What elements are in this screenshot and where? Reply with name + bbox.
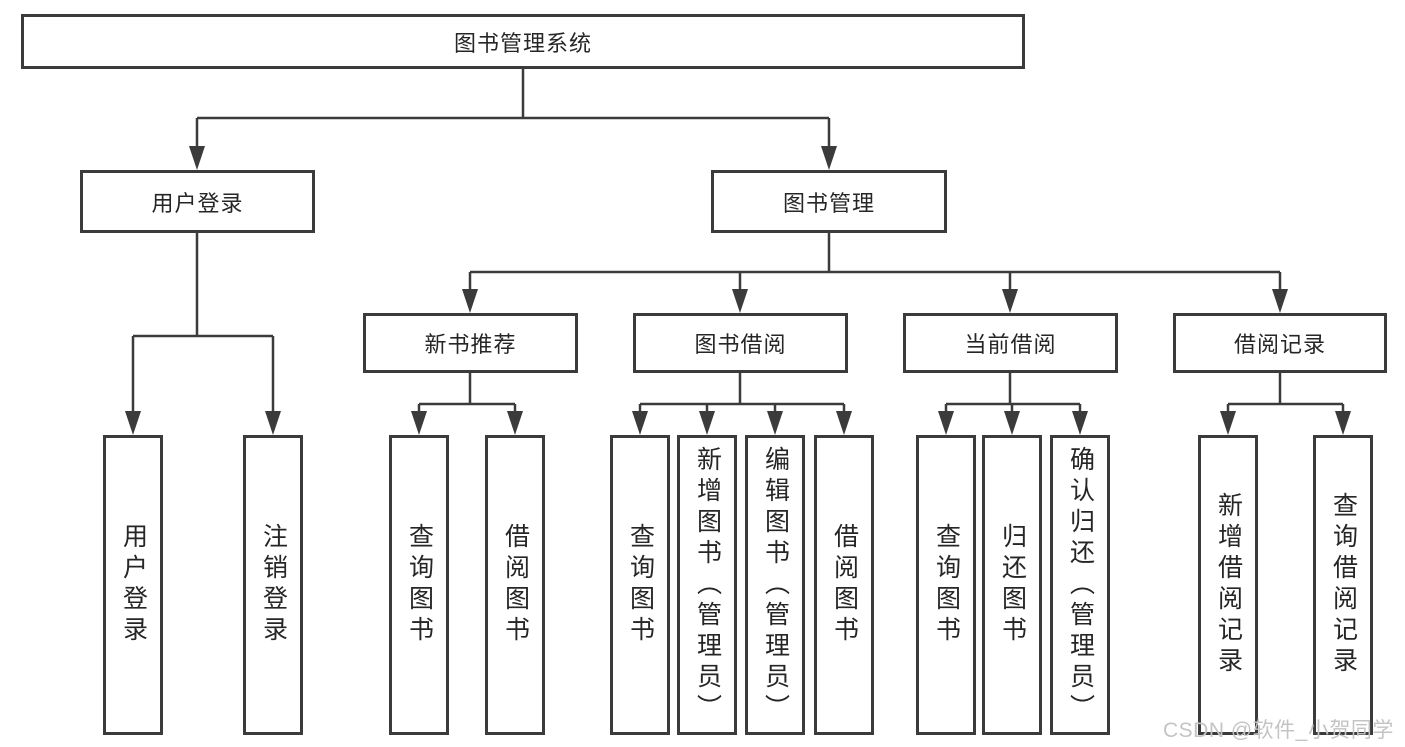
leaf-query-books-borrow: 查询图书 xyxy=(610,435,670,735)
leaf-label: 新增图书（管理员） xyxy=(693,445,722,725)
leaf-query-books-recommend: 查询图书 xyxy=(389,435,449,735)
leaf-query-books-current: 查询图书 xyxy=(916,435,976,735)
node-label: 图书管理系统 xyxy=(453,30,592,56)
leaf-label: 查询图书 xyxy=(932,523,961,647)
leaf-label: 用户登录 xyxy=(119,523,148,647)
leaf-label: 注销登录 xyxy=(259,523,288,647)
leaf-edit-books-admin: 编辑图书（管理员） xyxy=(745,435,805,735)
leaf-label: 确认归还（管理员） xyxy=(1066,445,1095,725)
node-book-management: 图书管理 xyxy=(711,170,947,233)
watermark: CSDN @软件_小贺同学 xyxy=(1163,719,1394,742)
leaf-borrow-books-recommend: 借阅图书 xyxy=(485,435,545,735)
leaf-add-books-admin: 新增图书（管理员） xyxy=(677,435,737,735)
leaf-label: 借阅图书 xyxy=(830,523,859,647)
node-label: 用户登录 xyxy=(151,190,244,216)
leaf-label: 新增借阅记录 xyxy=(1214,492,1243,678)
leaf-label: 归还图书 xyxy=(998,523,1027,647)
node-label: 图书管理 xyxy=(782,190,875,216)
node-borrow-records: 借阅记录 xyxy=(1173,313,1387,373)
node-user-login: 用户登录 xyxy=(80,170,315,233)
node-new-book-recommend: 新书推荐 xyxy=(363,313,578,373)
leaf-confirm-return-admin: 确认归还（管理员） xyxy=(1050,435,1110,735)
node-library-system: 图书管理系统 xyxy=(21,14,1025,69)
arrowhead-icons xyxy=(125,146,1351,435)
node-label: 新书推荐 xyxy=(424,332,517,357)
leaf-label: 查询图书 xyxy=(405,523,434,647)
connector-paths xyxy=(131,69,1345,413)
leaf-label: 借阅图书 xyxy=(501,523,530,647)
node-current-borrow: 当前借阅 xyxy=(903,313,1118,373)
node-label: 借阅记录 xyxy=(1233,332,1326,357)
node-label: 图书借阅 xyxy=(694,332,787,357)
leaf-label: 编辑图书（管理员） xyxy=(761,445,790,725)
leaf-return-books: 归还图书 xyxy=(982,435,1042,735)
node-book-borrow: 图书借阅 xyxy=(633,313,848,373)
node-label: 当前借阅 xyxy=(964,332,1057,357)
leaf-label: 查询图书 xyxy=(626,523,655,647)
leaf-borrow-books: 借阅图书 xyxy=(814,435,874,735)
leaf-add-borrow-record: 新增借阅记录 xyxy=(1198,435,1258,735)
leaf-user-login: 用户登录 xyxy=(103,435,163,735)
leaf-query-borrow-record: 查询借阅记录 xyxy=(1313,435,1373,735)
leaf-logout: 注销登录 xyxy=(243,435,303,735)
leaf-label: 查询借阅记录 xyxy=(1329,492,1358,678)
